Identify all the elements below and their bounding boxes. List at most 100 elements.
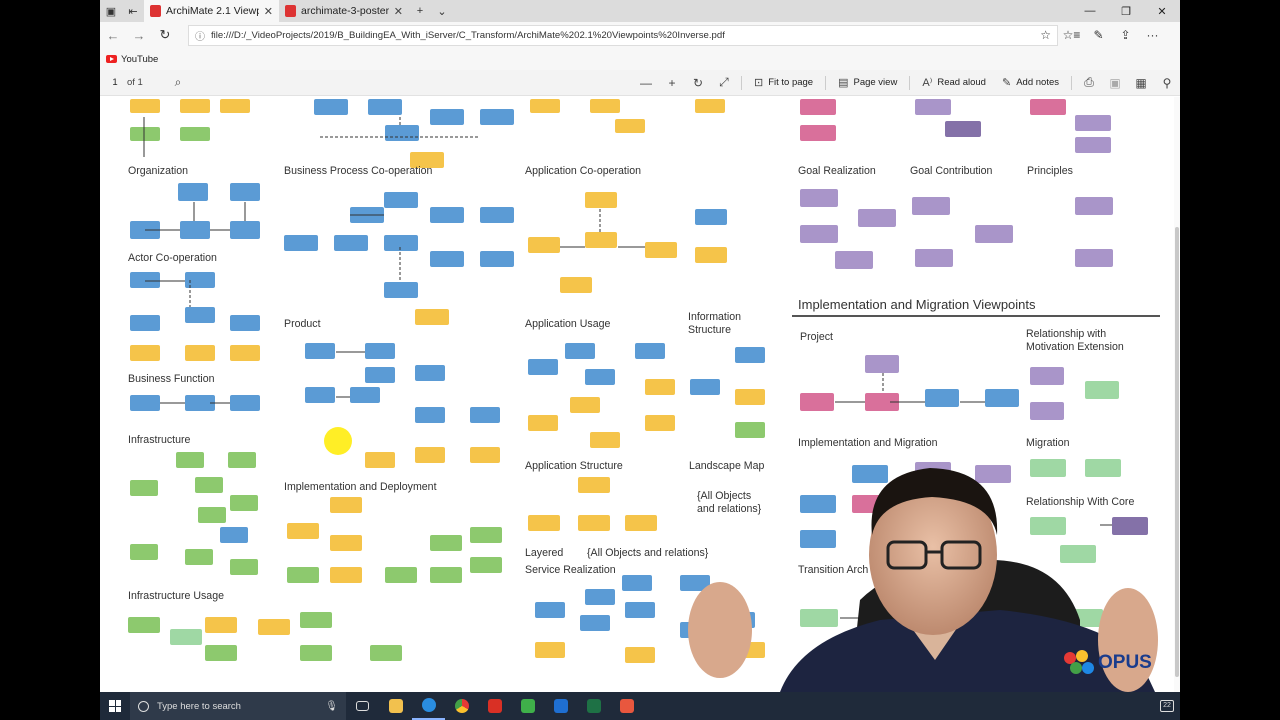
tab-archimate-poster[interactable]: archimate-3-poster-detailed ✕ xyxy=(279,0,409,22)
diagram-element xyxy=(590,432,620,448)
notification-center-icon[interactable]: 22 xyxy=(1160,700,1174,712)
diagram-element xyxy=(735,422,765,438)
diagram-element xyxy=(800,225,838,243)
diagram-element xyxy=(625,602,655,618)
diagram-element xyxy=(230,315,260,331)
minimize-icon[interactable]: — xyxy=(1084,5,1096,17)
close-tab-icon[interactable]: ✕ xyxy=(393,5,403,18)
vp-title-infrastructure-usage: Infrastructure Usage xyxy=(128,590,224,602)
diagram-element xyxy=(852,495,888,513)
favorites-icon[interactable]: ☆≡ xyxy=(1062,28,1081,42)
refresh-icon[interactable]: ↻ xyxy=(159,27,171,42)
layered-note: {All Objects and relations} xyxy=(587,547,709,559)
diagram-element xyxy=(430,535,462,551)
vp-title-layered: Layered xyxy=(525,547,564,559)
add-notes-button[interactable]: ✎Add notes xyxy=(994,76,1067,89)
page-number-input[interactable]: 1 xyxy=(112,77,118,88)
vp-title-goal-contribution: Goal Contribution xyxy=(910,165,993,177)
fit-to-page-label: Fit to page xyxy=(768,77,814,88)
restore-icon[interactable]: ❐ xyxy=(1121,5,1131,18)
pin-toolbar-icon[interactable]: ⚲ xyxy=(1162,75,1172,90)
diagram-element xyxy=(470,407,500,423)
viewpoint-diagrams xyxy=(128,99,1148,663)
pdf-toolbar: 1 of 1 ⌕ — + ↻ ⤢ ⊡Fit to page ▤Page view… xyxy=(100,70,1180,96)
diagram-element xyxy=(470,527,502,543)
taskbar-search[interactable]: Type here to search 🎙 xyxy=(130,692,346,720)
gmail-icon[interactable] xyxy=(478,692,511,720)
diagram-element xyxy=(130,395,160,411)
tab-list-chevron-icon[interactable]: ⌄ xyxy=(437,5,447,18)
add-notes-icon: ✎ xyxy=(1001,77,1012,89)
recorder-icon[interactable] xyxy=(610,692,643,720)
address-bar[interactable]: ⓘ file:///D:/_VideoProjects/2019/B_Build… xyxy=(188,24,1058,46)
vertical-scrollbar[interactable] xyxy=(1174,97,1180,692)
diagram-element xyxy=(480,109,514,125)
vp-title-goal-realization: Goal Realization xyxy=(798,165,876,177)
tab-actions-icon[interactable]: ▣ xyxy=(105,5,117,18)
diagram-element xyxy=(535,602,565,618)
diagram-element xyxy=(330,497,362,513)
tab-title: archimate-3-poster-detailed xyxy=(301,5,389,17)
close-window-icon[interactable]: ✕ xyxy=(1157,5,1167,18)
chrome-icon[interactable] xyxy=(445,692,478,720)
set-aside-tabs-icon[interactable]: ⇤ xyxy=(128,5,138,18)
notes-pen-icon[interactable]: ✎ xyxy=(1093,28,1104,42)
diagram-element xyxy=(585,232,617,248)
diagram-element xyxy=(925,389,959,407)
print-icon[interactable]: ⎙ xyxy=(1084,75,1094,89)
diagram-element xyxy=(622,575,652,591)
rotate-icon[interactable]: ↻ xyxy=(692,75,703,90)
favorite-star-icon[interactable]: ☆ xyxy=(1040,28,1051,42)
excel-icon[interactable] xyxy=(577,692,610,720)
diagram-element xyxy=(585,369,615,385)
favorite-youtube[interactable]: YouTube xyxy=(121,53,159,65)
youtube-icon xyxy=(106,55,117,63)
save-icon[interactable]: ▣ xyxy=(1109,75,1121,90)
diagram-element xyxy=(800,530,836,548)
more-icon[interactable]: ··· xyxy=(1146,28,1159,42)
diagram-element xyxy=(370,645,402,661)
edge-icon[interactable] xyxy=(412,692,445,720)
new-tab-icon[interactable]: + xyxy=(416,5,424,17)
scrollbar-thumb[interactable] xyxy=(1175,227,1179,677)
diagram-element xyxy=(365,367,395,383)
fullscreen-icon[interactable]: ⤢ xyxy=(719,75,729,89)
diagram-element xyxy=(1112,517,1148,535)
start-button[interactable] xyxy=(100,692,130,720)
diagram-element xyxy=(680,575,710,591)
browser-window: ▣ ⇤ ArchiMate 2.1 Viewpoin ✕ archimate-3… xyxy=(100,0,1180,692)
diagram-element xyxy=(230,559,258,575)
diagram-element xyxy=(800,609,838,627)
system-tray: 22 xyxy=(1160,700,1180,712)
forward-icon[interactable]: → xyxy=(132,27,146,43)
task-view-icon[interactable] xyxy=(346,692,379,720)
cortana-icon xyxy=(138,700,149,712)
close-tab-icon[interactable]: ✕ xyxy=(263,5,273,18)
microphone-icon[interactable]: 🎙 xyxy=(325,700,338,712)
vp-title-implementation-deployment: Implementation and Deployment xyxy=(284,481,437,493)
diagram-element xyxy=(384,192,418,208)
zoom-icon[interactable] xyxy=(544,692,577,720)
vp-title-application-usage: Application Usage xyxy=(525,318,611,330)
diagram-element xyxy=(334,235,368,251)
diagram-element xyxy=(185,395,215,411)
diagram-element xyxy=(185,272,215,288)
camtasia-icon[interactable] xyxy=(511,692,544,720)
diagram-element xyxy=(410,152,444,168)
pdf-page[interactable]: Organization Actor Co-operation Business… xyxy=(100,97,1180,692)
diagram-element xyxy=(915,462,951,480)
save-as-icon[interactable]: ▦ xyxy=(1135,75,1147,90)
page-view-button[interactable]: ▤Page view xyxy=(830,76,905,89)
share-icon[interactable]: ⇪ xyxy=(1120,28,1131,42)
diagram-element xyxy=(430,109,464,125)
diagram-element xyxy=(535,642,565,658)
back-icon[interactable]: ← xyxy=(106,27,120,43)
zoom-out-icon[interactable]: — xyxy=(639,75,652,90)
fit-to-page-button[interactable]: ⊡Fit to page xyxy=(746,76,821,89)
read-aloud-button[interactable]: A⁾Read aloud xyxy=(914,76,994,89)
tab-archimate-viewpoints[interactable]: ArchiMate 2.1 Viewpoin ✕ xyxy=(144,0,279,22)
diagram-element xyxy=(578,515,610,531)
file-explorer-icon[interactable] xyxy=(379,692,412,720)
search-icon[interactable]: ⌕ xyxy=(174,75,182,89)
zoom-in-icon[interactable]: + xyxy=(668,75,676,90)
